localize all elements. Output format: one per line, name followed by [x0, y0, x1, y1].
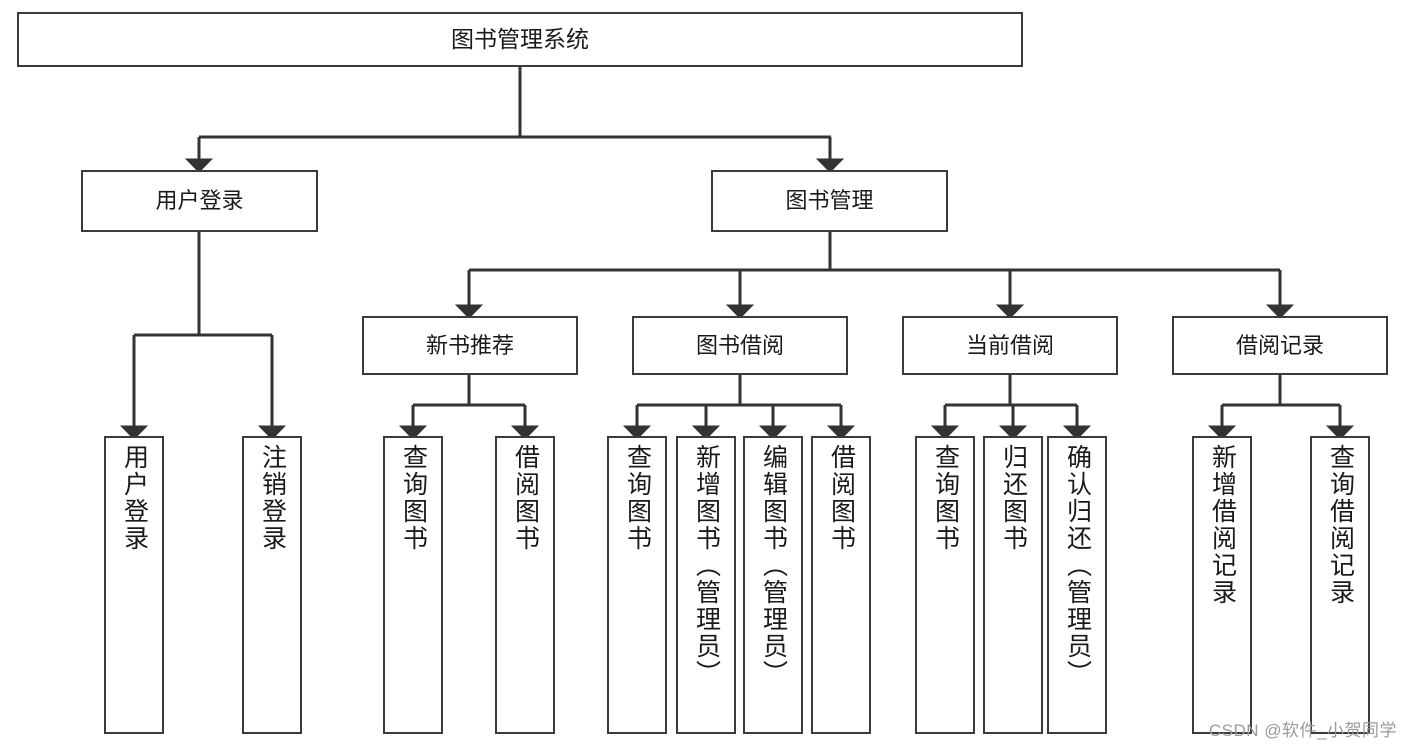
node-label: 编辑图书（管理员）: [759, 444, 788, 687]
node-borrow-record[interactable]: 借阅记录: [1172, 316, 1388, 375]
node-label: 归还图书: [999, 444, 1028, 552]
node-label: 注销登录: [258, 444, 287, 552]
node-label: 查询图书: [399, 444, 428, 552]
leaf-borrow-record-query[interactable]: 查询借阅记录: [1310, 436, 1370, 734]
node-label: 新增图书（管理员）: [692, 444, 721, 687]
node-book-management[interactable]: 图书管理: [711, 170, 948, 232]
node-user-login[interactable]: 用户登录: [81, 170, 318, 232]
leaf-current-borrow-return[interactable]: 归还图书: [983, 436, 1043, 734]
leaf-book-borrow-edit[interactable]: 编辑图书（管理员）: [743, 436, 803, 734]
node-label: 图书管理系统: [451, 26, 589, 53]
leaf-current-borrow-query[interactable]: 查询图书: [915, 436, 975, 734]
node-label: 确认归还（管理员）: [1063, 444, 1092, 687]
leaf-book-borrow-borrow[interactable]: 借阅图书: [811, 436, 871, 734]
leaf-borrow-record-add[interactable]: 新增借阅记录: [1192, 436, 1252, 734]
node-book-borrow[interactable]: 图书借阅: [632, 316, 848, 375]
leaf-new-book-borrow[interactable]: 借阅图书: [495, 436, 555, 734]
leaf-new-book-query[interactable]: 查询图书: [383, 436, 443, 734]
node-root-system[interactable]: 图书管理系统: [17, 12, 1023, 67]
node-label: 查询图书: [931, 444, 960, 552]
node-label: 借阅图书: [511, 444, 540, 552]
node-new-book-recommend[interactable]: 新书推荐: [362, 316, 578, 375]
leaf-user-login-logout[interactable]: 注销登录: [242, 436, 302, 734]
node-label: 图书管理: [785, 188, 874, 214]
node-label: 查询借阅记录: [1326, 444, 1355, 606]
node-label: 查询图书: [623, 444, 652, 552]
node-label: 图书借阅: [695, 332, 784, 358]
leaf-book-borrow-add[interactable]: 新增图书（管理员）: [676, 436, 736, 734]
node-label: 新增借阅记录: [1208, 444, 1237, 606]
node-label: 新书推荐: [425, 332, 514, 358]
node-label: 借阅图书: [827, 444, 856, 552]
node-label: 借阅记录: [1235, 332, 1324, 358]
leaf-book-borrow-query[interactable]: 查询图书: [607, 436, 667, 734]
node-label: 用户登录: [155, 188, 244, 214]
node-label: 用户登录: [120, 444, 149, 552]
leaf-user-login-login[interactable]: 用户登录: [104, 436, 164, 734]
node-current-borrow[interactable]: 当前借阅: [902, 316, 1118, 375]
node-label: 当前借阅: [965, 332, 1054, 358]
leaf-current-borrow-confirm-return[interactable]: 确认归还（管理员）: [1047, 436, 1107, 734]
